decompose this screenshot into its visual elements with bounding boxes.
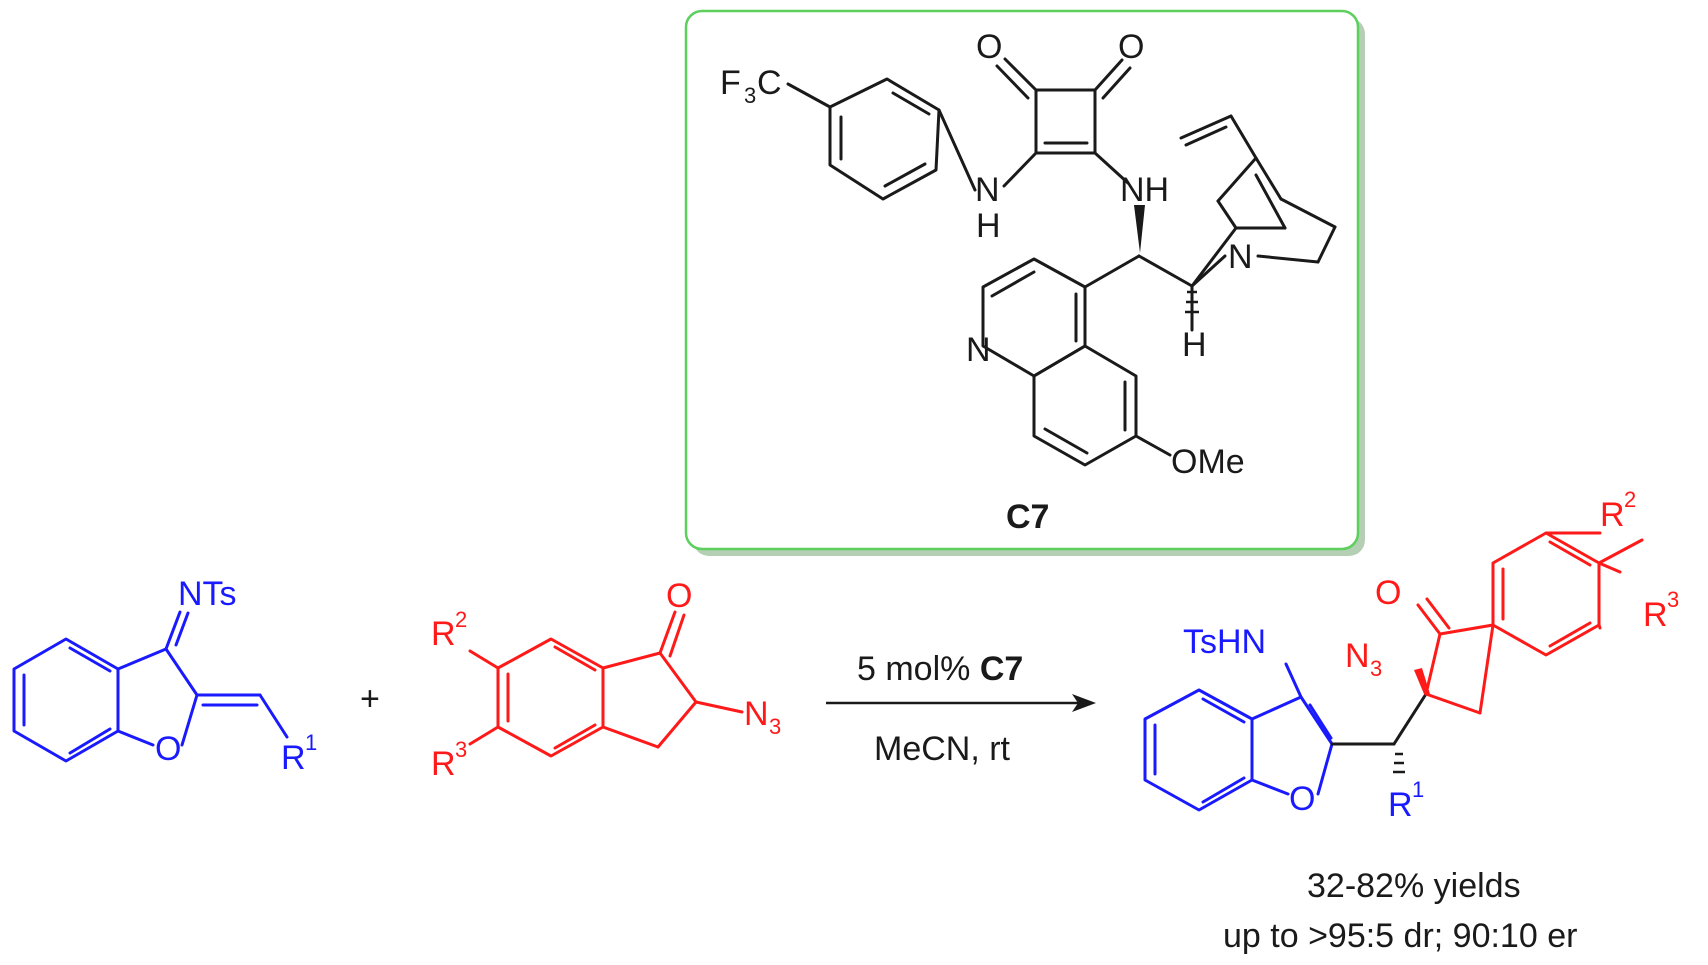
catalyst-label: C7 (1006, 498, 1049, 536)
product-r1-sup: 1 (1412, 777, 1424, 802)
reactant2-o: O (666, 577, 692, 615)
reactant1-nts: NTs (178, 575, 237, 613)
product-hash-bond (1393, 752, 1405, 774)
reactant2-n-sub: 3 (769, 714, 781, 739)
conditions-line2: MeCN, rt (874, 730, 1011, 768)
reactant2-structure (468, 610, 744, 758)
product-n3-sub: 3 (1370, 656, 1382, 681)
reactant2-r3: R (431, 745, 456, 783)
catalyst-hash-bond (1185, 290, 1199, 314)
reactant1-structure (12, 610, 289, 763)
product-wedge-bond (1414, 668, 1430, 694)
results-selectivity: up to >95:5 dr; 90:10 er (1223, 917, 1577, 955)
cat-nh-left-n: N (975, 171, 1000, 209)
results-yield: 32-82% yields (1307, 867, 1521, 905)
reaction-arrow (826, 694, 1096, 712)
cat-h-label: H (1182, 326, 1207, 364)
cat-quinoline-n: N (966, 331, 991, 369)
product-indanone (1416, 531, 1644, 715)
product-o-ketone: O (1375, 574, 1401, 612)
product-o-furan: O (1289, 780, 1315, 818)
cat-bicyclic-n: N (1228, 238, 1253, 276)
cat-f-label: F (720, 64, 741, 102)
cat-sub3: 3 (744, 83, 756, 108)
product-linker (1330, 692, 1428, 746)
cat-o1-label: O (976, 28, 1002, 66)
product-benzofuran (1143, 662, 1334, 812)
reactant1-r: R (281, 739, 306, 777)
product-r3-sup: 3 (1667, 587, 1679, 612)
product-n3: N (1345, 637, 1370, 675)
cat-nh-right: NH (1120, 171, 1169, 209)
reactant2-r2-sup: 2 (455, 607, 467, 632)
plus-sign: + (360, 680, 380, 718)
product-r3: R (1643, 596, 1668, 634)
cat-o2-label: O (1118, 28, 1144, 66)
catalyst-structure (786, 57, 1337, 467)
catalyst-box (684, 9, 1365, 556)
conditions-loading: 5 mol% (857, 650, 980, 688)
reactant2-r2: R (431, 615, 456, 653)
conditions-line1: 5 mol% C7 (857, 650, 1023, 688)
cat-ome-label: OMe (1171, 443, 1245, 481)
reactant1-r-sup: 1 (305, 730, 317, 755)
product-r2: R (1600, 496, 1625, 534)
product-r1: R (1388, 786, 1413, 824)
reactant2-n: N (744, 695, 769, 733)
cat-c-label: C (757, 64, 782, 102)
product-tshn: TsHN (1183, 623, 1266, 661)
product-r2-sup: 2 (1624, 487, 1636, 512)
reactant1-o: O (155, 730, 181, 768)
catalyst-wedge-bond (1134, 205, 1145, 253)
cat-nh-left-h: H (976, 207, 1001, 245)
reactant2-r3-sup: 3 (455, 737, 467, 762)
conditions-catalyst: C7 (980, 650, 1023, 688)
